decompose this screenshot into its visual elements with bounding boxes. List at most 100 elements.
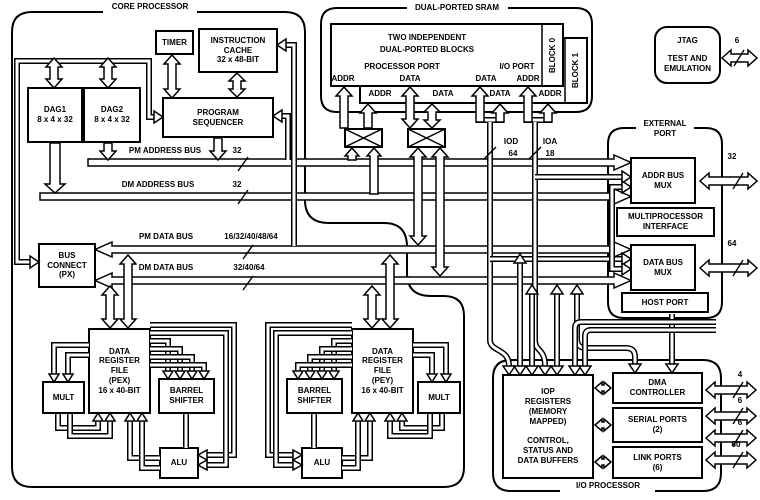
cache-seq-arrow <box>227 71 247 99</box>
iop-head4 <box>537 365 553 377</box>
barrel-pex-rect <box>158 378 215 414</box>
sram-block0-rect <box>330 23 564 87</box>
pex-multloop2 <box>68 414 112 438</box>
xbar-data-feed2 <box>430 146 450 278</box>
ext-data-pin-count: 64 <box>727 239 737 248</box>
timer-rect <box>155 30 194 55</box>
serial-rect <box>612 407 703 443</box>
pex-mult1 <box>52 343 89 374</box>
pex-mult2 <box>66 353 89 374</box>
serial-slash2 <box>732 429 744 447</box>
iop-dma-arrow <box>593 380 613 396</box>
pex-loop1 <box>150 323 236 457</box>
proc-data-front: DATA <box>399 74 421 83</box>
icache-rect <box>198 28 278 73</box>
proc-data-back: DATA <box>432 89 454 98</box>
bus-connect-rect <box>38 243 96 288</box>
dag2-pmaddr-arrow <box>98 142 118 162</box>
processor-port-label: PROCESSOR PORT <box>364 62 440 71</box>
main-buses <box>39 153 633 290</box>
dma-slash <box>732 381 744 399</box>
jtag-slash <box>733 49 745 67</box>
jtag-pin-count: 6 <box>734 36 740 45</box>
link-slash <box>732 451 744 469</box>
pey-mult1 <box>413 343 448 374</box>
iop-head2 <box>512 365 528 377</box>
ext-addr-slash <box>732 172 744 190</box>
link-pin-count: 60 <box>731 440 741 449</box>
ioa-label: IOA <box>542 137 558 146</box>
link-pin-arrow <box>704 450 758 470</box>
alu-pey-head2 <box>292 458 304 472</box>
pm-address-bus <box>87 153 633 172</box>
dmdata-up-head1 <box>524 283 540 295</box>
pm-address-bus-width: 32 <box>230 146 244 156</box>
drf-pex-rect <box>88 328 151 414</box>
pex-mult1 <box>51 342 89 374</box>
pey-aluloop1 <box>342 420 372 460</box>
bus-connect-head <box>29 254 41 270</box>
datamux-head2 <box>621 261 633 277</box>
mult-pey-h2 <box>439 373 453 384</box>
iod-slash <box>483 146 497 160</box>
pey-barrel4 <box>296 363 352 372</box>
ext-iop-elbow1 <box>573 320 716 366</box>
pey-loop1 <box>266 323 352 457</box>
drf-pey-rect <box>351 328 414 414</box>
dma-head1 <box>627 363 643 375</box>
pm-data-slash <box>242 244 254 260</box>
alu-pex-rect <box>159 447 199 479</box>
serial-slash1 <box>732 407 744 425</box>
sequencer-left-head <box>153 109 165 125</box>
seq-pmaddr-arrow <box>208 137 228 162</box>
pex-aluloop2 <box>140 420 160 470</box>
dag2-top-arrow <box>98 56 118 90</box>
addrmux-head1 <box>621 169 633 185</box>
pm-data-bus-width: 16/32/40/48/64 <box>222 232 280 242</box>
dma-pin-arrow <box>704 380 758 400</box>
sequencer-rect <box>162 97 274 138</box>
data-mux-rect <box>630 244 696 291</box>
io-processor-label: I/O PROCESSOR <box>573 481 643 491</box>
timer-box: TIMER <box>162 37 187 47</box>
dag1-dmaddr-arrow <box>43 142 67 195</box>
barrel-pex-h4 <box>197 370 211 381</box>
block-arrows <box>43 48 759 470</box>
alu-pex-box: ALU <box>170 458 188 468</box>
mux-stub-wire <box>610 185 622 271</box>
barrel-pey-rect <box>286 378 343 414</box>
iop-serial-arrow <box>593 417 613 433</box>
link-ports-box: LINK PORTS(6) <box>633 452 682 472</box>
alu-pex-head2 <box>196 458 208 472</box>
pm-data-bus-label: PM DATA BUS <box>136 232 196 242</box>
iop-head5 <box>549 365 565 377</box>
ioa-width: 18 <box>545 149 555 158</box>
xbar-data-feed1 <box>408 146 428 247</box>
dmdata-up-head2 <box>549 283 565 295</box>
pex-aluloop1 <box>128 420 160 460</box>
pey-multloop2 <box>388 414 432 438</box>
core-processor-outline <box>11 11 465 488</box>
io-addr-front: ADDR <box>516 74 540 83</box>
datamux-head1 <box>621 251 633 267</box>
pex-multloop1 <box>56 414 100 430</box>
sram-outline <box>320 7 593 113</box>
cache-feed-wire <box>286 43 296 246</box>
pmdata-up-head <box>512 252 528 264</box>
xbar-addr-feed1 <box>343 146 361 161</box>
io-data-back: DATA <box>489 89 511 98</box>
barrel-pey-h3 <box>315 370 329 381</box>
wires <box>14 42 716 471</box>
serial-pin-count1: 6 <box>737 396 743 405</box>
io-port-label: I/O PORT <box>499 62 535 71</box>
pex-barrel4 <box>150 363 206 372</box>
host-port-rect <box>621 292 709 313</box>
